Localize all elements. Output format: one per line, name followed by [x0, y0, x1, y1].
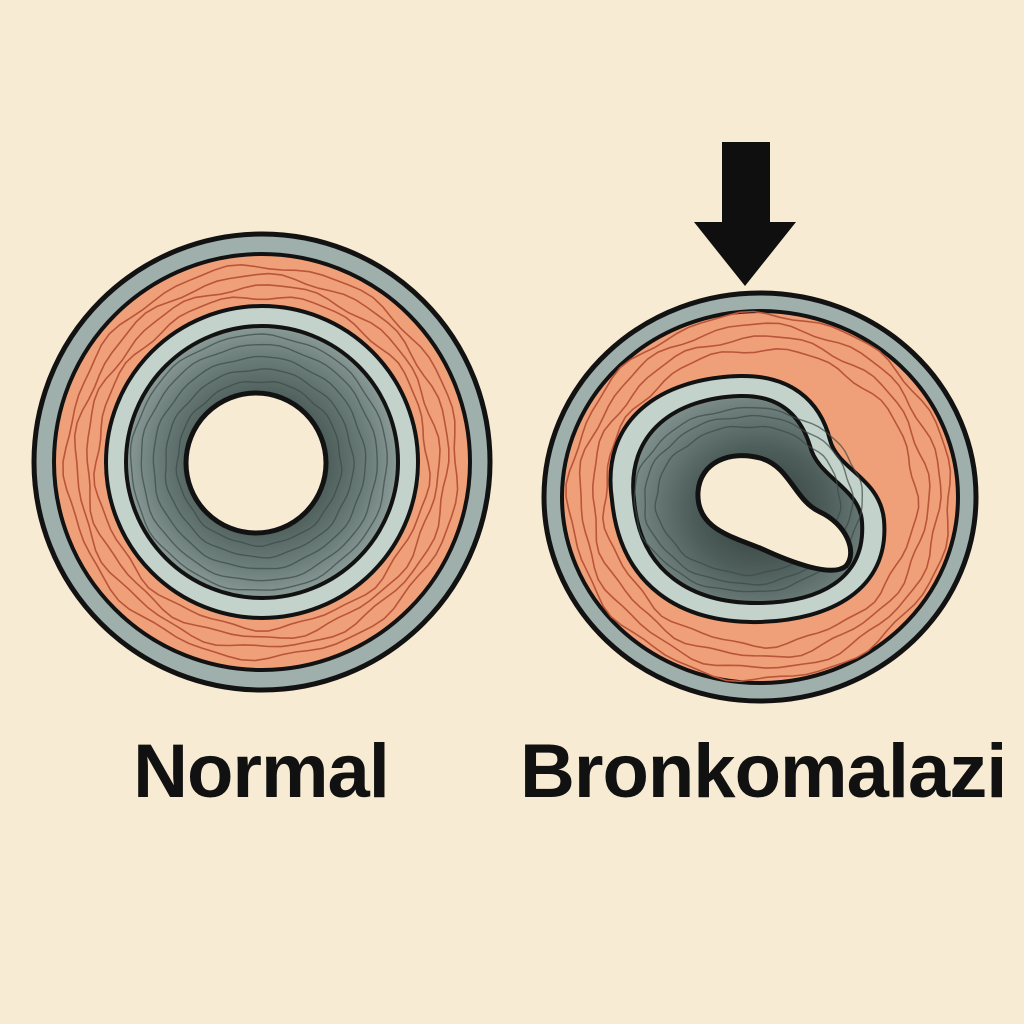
- mucosa-fold-line: [164, 368, 355, 559]
- bronchomalacia-label: Bronkomalazi: [520, 729, 1007, 814]
- mucosa-fold-line: [140, 343, 378, 582]
- muscle-texture-line: [565, 310, 952, 683]
- muscle-texture-line: [578, 322, 942, 669]
- down-arrow-icon: [694, 142, 796, 286]
- malacia-muscle-texture: [565, 310, 952, 683]
- malacia-collapsed-lumen: [695, 453, 854, 573]
- mucosa-fold-line: [152, 355, 367, 570]
- muscle-texture-line: [62, 263, 459, 662]
- mucosa-fold-line: [633, 406, 864, 593]
- malacia-airway-cross-section: [541, 290, 979, 704]
- mucosa-fold-line: [175, 380, 343, 547]
- muscle-texture-line: [85, 284, 441, 640]
- normal-airway-cross-section: [31, 231, 493, 693]
- mucosa-fold-line: [644, 414, 854, 586]
- muscle-texture-line: [601, 347, 920, 650]
- normal-muscle-texture: [62, 263, 459, 662]
- normal-lumen: [183, 390, 329, 536]
- muscle-texture-line: [73, 272, 450, 648]
- normal-mucosa-folds: [129, 333, 388, 591]
- muscle-texture-line: [93, 296, 431, 632]
- normal-label: Normal: [133, 729, 390, 814]
- muscle-texture-line: [591, 335, 931, 659]
- mucosa-fold-line: [129, 333, 388, 591]
